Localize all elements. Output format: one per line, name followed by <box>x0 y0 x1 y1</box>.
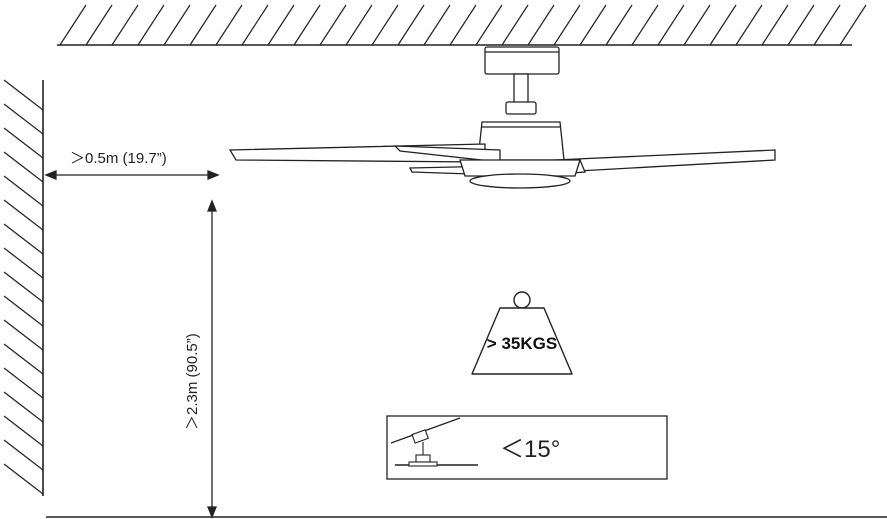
ceiling-hatch-line <box>813 4 841 46</box>
ceiling-hatch-line <box>423 4 451 46</box>
ceiling-hatch-line <box>215 4 243 46</box>
ceiling-hatch-line <box>553 4 581 46</box>
ceiling-hatch-line <box>189 4 217 46</box>
floor-height-label: ＞2.3m (90.5”) <box>184 333 201 430</box>
ceiling-hatch-line <box>59 4 87 46</box>
floor-height-dimension <box>207 199 217 519</box>
ceiling-hatch-line <box>631 4 659 46</box>
ceiling-hatch-line <box>735 4 763 46</box>
ceiling-hatch-line <box>605 4 633 46</box>
tilted-fan-icon <box>395 429 478 467</box>
wall-hatch-line <box>3 367 44 399</box>
ceiling-hatch-line <box>111 4 139 46</box>
wall-hatch-line <box>3 343 44 375</box>
ceiling-hatch-line <box>709 4 737 46</box>
wall-hatch-line <box>3 175 44 207</box>
weight-icon <box>471 291 573 375</box>
wall-clearance-dimension <box>44 170 220 180</box>
wall-hatch-line <box>3 415 44 447</box>
wall-hatch-line <box>3 103 44 135</box>
wall-hatch-line <box>3 391 44 423</box>
wall-hatch-line <box>3 463 44 495</box>
wall-hatch-line <box>3 151 44 183</box>
wall-hatch-line <box>3 319 44 351</box>
wall <box>3 79 44 496</box>
ceiling-hatch-line <box>449 4 477 46</box>
ceiling-hatch-line <box>267 4 295 46</box>
wall-hatch-line <box>3 295 44 327</box>
ceiling-hatch-line <box>241 4 269 46</box>
wall-clearance-label: ＞0.5m (19.7”) <box>70 150 167 167</box>
ceiling-hatch-line <box>839 4 867 46</box>
wall-hatch-line <box>3 439 44 471</box>
ceiling-hatch-line <box>475 4 503 46</box>
ceiling-hatch-line <box>657 4 685 46</box>
wall-hatch-line <box>3 223 44 255</box>
ceiling-hatch-line <box>345 4 373 46</box>
ceiling-hatch-line <box>787 4 815 46</box>
ceiling-hatch-line <box>397 4 425 46</box>
wall-hatch-line <box>3 247 44 279</box>
ceiling-hatch-line <box>137 4 165 46</box>
tilt-angle-label: ＜15° <box>500 436 560 463</box>
tilt-angle-box: ＜15° <box>386 415 668 480</box>
ceiling-fan-icon <box>228 46 776 189</box>
ceiling <box>57 4 867 46</box>
wall-hatch-line <box>3 199 44 231</box>
ceiling-hatch-line <box>579 4 607 46</box>
ceiling-hatch-line <box>163 4 191 46</box>
wall-hatch-line <box>3 127 44 159</box>
ceiling-hatch-line <box>761 4 789 46</box>
weight-label: > 35KGS <box>487 334 557 353</box>
ceiling-hatch-line <box>371 4 399 46</box>
wall-hatch-line <box>3 271 44 303</box>
ceiling-hatch-line <box>501 4 529 46</box>
wall-hatch-line <box>3 79 44 111</box>
ceiling-hatch-line <box>527 4 555 46</box>
ceiling-hatch-line <box>293 4 321 46</box>
ceiling-hatch-line <box>85 4 113 46</box>
ceiling-hatch-line <box>683 4 711 46</box>
ceiling-hatch-line <box>319 4 347 46</box>
